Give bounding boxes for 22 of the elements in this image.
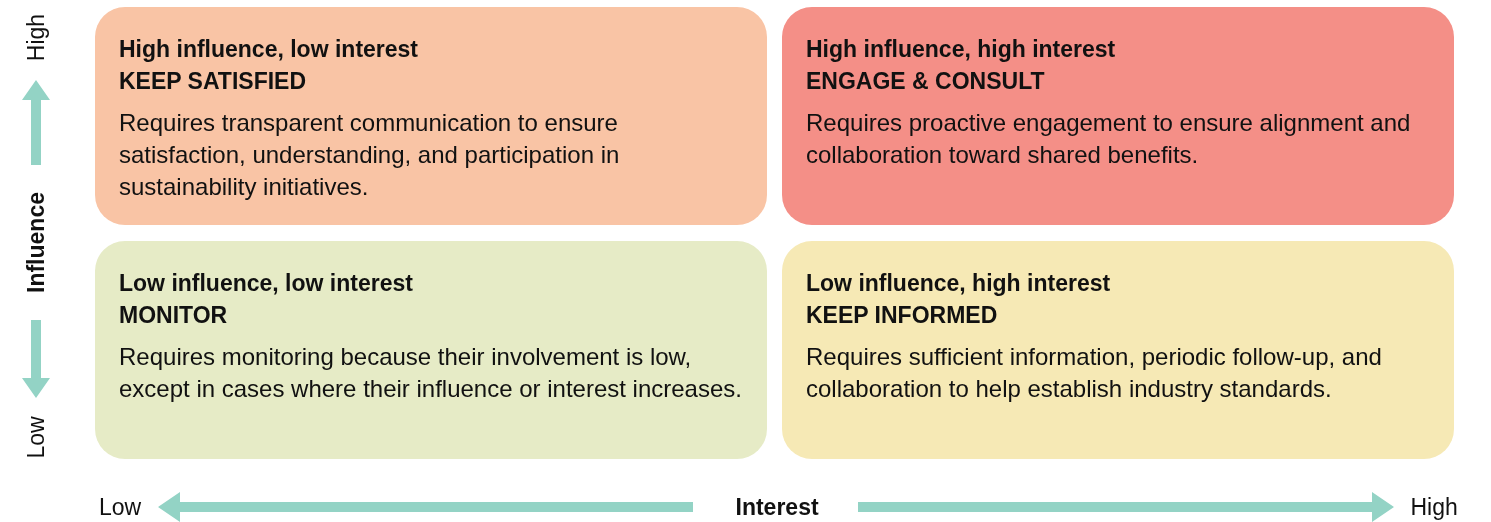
quadrant-description: Requires monitoring because their involvement is low, except in cases where their influence or interest increases. (119, 342, 743, 404)
quadrant-heading: High influence, low interest (119, 35, 420, 64)
quadrant-heading: High influence, high interest (806, 35, 1117, 64)
quadrant-title: MONITOR (119, 301, 229, 330)
axis-end-label: High (22, 13, 50, 61)
quadrant-card (95, 7, 767, 225)
axis-end-label: Low (22, 415, 50, 459)
axis-end-label: Low (99, 493, 142, 521)
quadrant-heading: Low influence, high interest (806, 269, 1112, 298)
quadrant-description: Requires transparent communication to ensure satisfaction, understanding, and participation in sustainability initiatives. (119, 108, 621, 202)
quadrant-heading: Low influence, low interest (119, 269, 414, 298)
axis-title: Interest (735, 493, 819, 521)
quadrant-description: Requires proactive engagement to ensure alignment and collaboration toward shared benefits. (806, 108, 1412, 170)
axis-title: Influence (22, 191, 50, 293)
quadrant-card (95, 241, 767, 459)
quadrant-title: ENGAGE & CONSULT (806, 67, 1046, 96)
axis-end-label: High (1410, 493, 1458, 521)
quadrant-card (782, 241, 1454, 459)
quadrant-description: Requires sufficient information, periodic follow-up, and collaboration to help establish industry standards. (806, 342, 1383, 404)
quadrant-card (782, 7, 1454, 225)
quadrant-title: KEEP INFORMED (806, 301, 999, 330)
quadrant-title: KEEP SATISFIED (119, 67, 308, 96)
